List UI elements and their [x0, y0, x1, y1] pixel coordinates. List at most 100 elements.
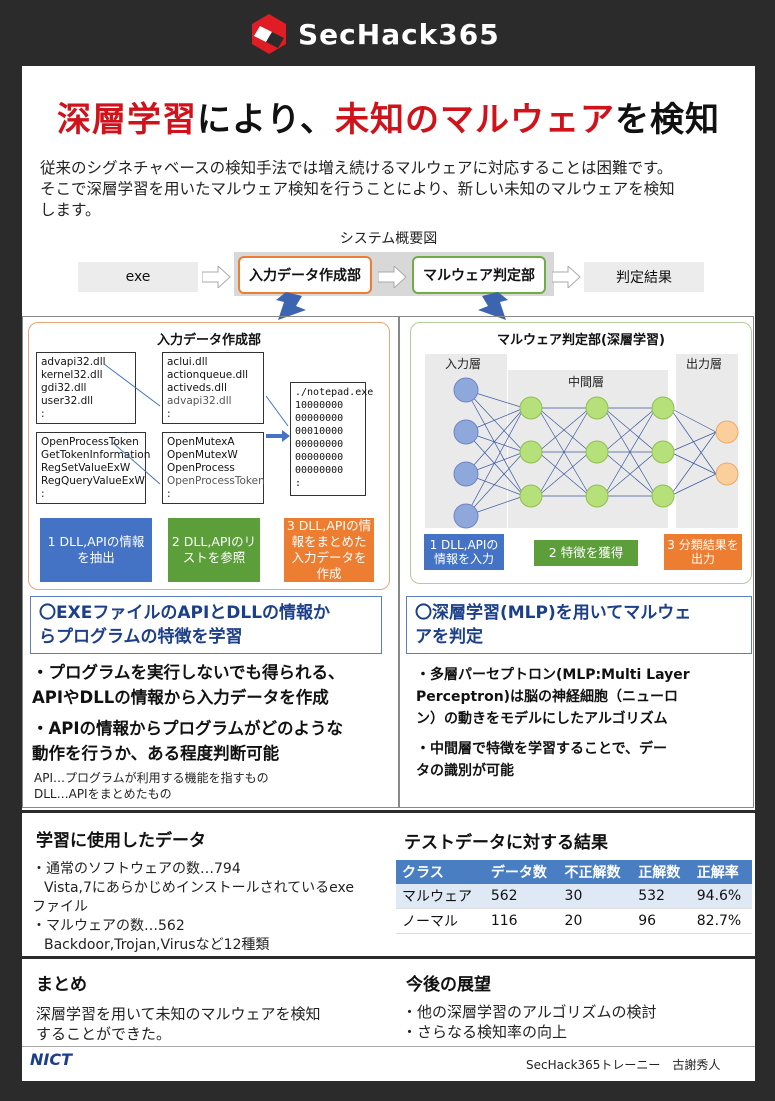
list-item: advapi32.dll	[167, 395, 232, 407]
intro-line2: そこで深層学習を用いたマルウェア検知を行うことにより、新しい未知のマルウェアを検…	[40, 180, 675, 198]
left-panel-title: 入力データ作成部	[156, 333, 261, 348]
list-item: OpenMutexA	[167, 436, 235, 448]
list-item: 00000000	[295, 413, 344, 424]
list-item: OpenProcessToken	[167, 475, 265, 487]
divider	[22, 1046, 755, 1047]
nict-logo: NICT	[30, 1050, 72, 1069]
list-item: :	[41, 408, 45, 420]
logo: SecHack365	[250, 12, 500, 56]
summary-line: 深層学習を用いて未知のマルウェアを検知	[36, 1005, 321, 1023]
point-line: ン）の動きをモデルにしたアルゴリズム	[416, 711, 668, 727]
table-header: 正解数	[632, 860, 691, 884]
list-item: 00000000	[295, 465, 344, 476]
dll-list2-box: aclui.dll actionqueue.dll activeds.dll a…	[162, 352, 264, 424]
list-item: GetTokenInformation	[41, 449, 151, 461]
right-heading: 〇深層学習(MLP)を用いてマルウェ アを判定	[406, 596, 752, 654]
table-header: データ数	[484, 860, 559, 884]
right-heading-line2: アを判定	[415, 627, 483, 647]
left-heading-line1: 〇EXEファイルのAPIとDLLの情報か	[39, 603, 331, 623]
point-line: ・多層パーセプトロン(MLP:Multi Layer	[416, 667, 690, 683]
left-heading: 〇EXEファイルのAPIとDLLの情報か らプログラムの特徴を学習	[30, 596, 382, 654]
arrow-right-icon	[378, 266, 407, 288]
data-line: ・マルウェアの数…562	[32, 918, 185, 934]
future-line: ・他の深層学習のアルゴリズムの検討	[402, 1003, 657, 1021]
summary-body: 深層学習を用いて未知のマルウェアを検知 することができた。	[36, 1004, 396, 1044]
table-cell: 532	[632, 884, 691, 909]
list-item: aclui.dll	[167, 356, 208, 368]
table-cell: 116	[484, 908, 559, 934]
list-item: :	[167, 488, 171, 500]
table-header-row: クラス データ数 不正解数 正解数 正解率	[396, 860, 752, 884]
result-table: クラス データ数 不正解数 正解数 正解率 マルウェア 562 30 532 9…	[396, 860, 752, 934]
input-data-panel: 入力データ作成部	[28, 322, 390, 590]
future-line: ・さらなる検知率の向上	[402, 1023, 568, 1041]
table-cell: 82.7%	[690, 908, 752, 934]
point-line: APIやDLLの情報から入力データを作成	[32, 688, 329, 707]
list-item: gdi32.dll	[41, 382, 87, 394]
list-item: actionqueue.dll	[167, 369, 249, 381]
system-caption: システム概要図	[339, 231, 438, 247]
page-title: 深層学習により、未知のマルウェアを検知	[22, 92, 755, 141]
data-body: ・通常のソフトウェアの数…794 Vista,7にあらかじめインストールされてい…	[32, 860, 396, 955]
point-line: Perceptron)は脳の神経細胞（ニューロ	[416, 689, 679, 705]
title-part4: を検知	[614, 100, 720, 140]
list-item: 00010000	[295, 426, 344, 437]
nn-step2-box: 2 特徴を獲得	[534, 540, 638, 566]
list-item: :	[167, 408, 171, 420]
list-item: kernel32.dll	[41, 369, 103, 381]
intro-line3: します。	[40, 201, 101, 219]
table-cell: マルウェア	[396, 884, 485, 909]
table-header: 正解率	[690, 860, 752, 884]
table-row: ノーマル 116 20 96 82.7%	[396, 908, 752, 934]
poster: 深層学習により、未知のマルウェアを検知 従来のシグネチャベースの検知手法では増え…	[22, 66, 755, 1081]
list-item: user32.dll	[41, 395, 94, 407]
list-item: RegQueryValueExW	[41, 475, 145, 487]
title-part3: 未知のマルウェア	[334, 100, 615, 140]
neural-network-diagram	[453, 377, 739, 529]
summary-line: することができた。	[36, 1025, 172, 1043]
middle-layer-label: 中間層	[568, 375, 605, 389]
future-body: ・他の深層学習のアルゴリズムの検討 ・さらなる検知率の向上	[402, 1002, 752, 1042]
right-section-frame	[398, 316, 754, 808]
intro-text: 従来のシグネチャベースの検知手法では増え続けるマルウェアに対応することは困難です…	[40, 158, 740, 221]
step3-box: 3 DLL,APIの情報をまとめた入力データを作成	[284, 518, 374, 582]
list-item: :	[41, 488, 45, 500]
divider	[22, 810, 755, 813]
input-layer-label: 入力層	[445, 357, 482, 371]
vector-box: ./notepad.exe 10000000 00000000 00010000…	[290, 382, 373, 496]
right-points: ・多層パーセプトロン(MLP:Multi Layer Perceptron)は脳…	[416, 664, 752, 782]
list-item: 00000000	[295, 452, 344, 463]
right-heading-line1: 〇深層学習(MLP)を用いてマルウェ	[415, 603, 692, 623]
point-line: ・APIの情報からプログラムがどのような	[32, 719, 344, 738]
author-credit: SecHack365トレーニー 古謝秀人	[526, 1058, 721, 1072]
left-points: ・プログラムを実行しないでも得られる、 APIやDLLの情報から入力データを作成…	[32, 660, 394, 766]
table-cell: 96	[632, 908, 691, 934]
dll-list-box: advapi32.dll kernel32.dll gdi32.dll user…	[36, 352, 136, 424]
list-item: 10000000	[295, 400, 344, 411]
result-box: 判定結果	[584, 262, 704, 292]
list-item: OpenProcessToken	[41, 436, 139, 448]
table-header: 不正解数	[558, 860, 633, 884]
point-line: ・中間層で特徴を学習することで、デー	[416, 741, 668, 757]
nn-step1-box: 1 DLL,APIの情報を入力	[424, 534, 504, 570]
title-part1: 深層学習	[57, 100, 198, 140]
table-cell: 20	[558, 908, 633, 934]
data-line: ファイル	[32, 899, 88, 915]
arrow-down-icon	[478, 292, 508, 320]
list-item: RegSetValueExW	[41, 462, 131, 474]
list-item: activeds.dll	[167, 382, 227, 394]
table-cell: 562	[484, 884, 559, 909]
divider	[22, 956, 755, 959]
left-heading-line2: らプログラムの特徴を学習	[39, 627, 243, 647]
sechack-logo-icon	[252, 14, 286, 54]
list-item: OpenProcess	[167, 462, 235, 474]
table-cell: 94.6%	[690, 884, 752, 909]
api-list-box: OpenProcessToken GetTokenInformation Reg…	[36, 432, 151, 504]
result-heading: テストデータに対する結果	[404, 833, 608, 853]
right-panel-title: マルウェア判定部(深層学習)	[497, 333, 665, 348]
summary-heading: まとめ	[36, 975, 87, 995]
list-item: 00000000	[295, 439, 344, 450]
table-header: クラス	[396, 860, 485, 884]
arrow-right-icon	[202, 266, 231, 288]
api-note: API…プログラムが利用する機能を指すもの	[34, 771, 269, 785]
